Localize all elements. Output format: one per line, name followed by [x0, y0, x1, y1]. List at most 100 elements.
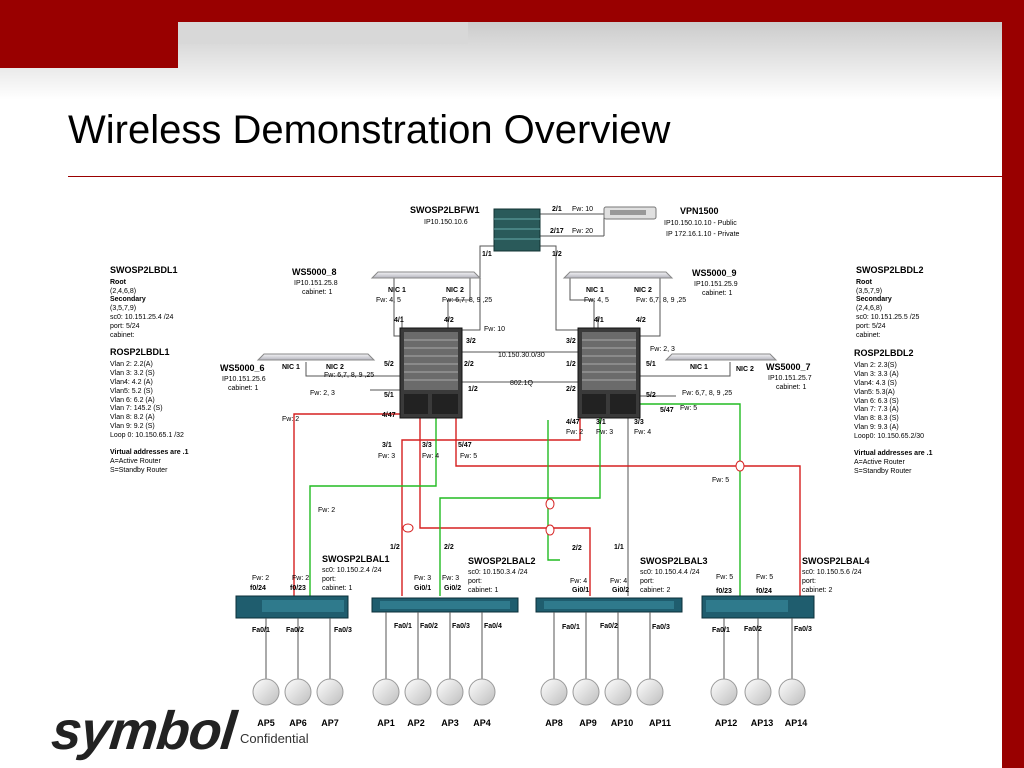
port-3-1-right: 3/1 [596, 419, 606, 426]
ap1-device [372, 678, 400, 706]
label-fw4-left: Fw: 4 [422, 453, 439, 460]
ws6-device [256, 353, 376, 361]
ws8-nic1: NIC 1 [388, 287, 406, 294]
link-ws9-nic1 [569, 278, 595, 330]
bal2-device [371, 597, 519, 613]
ws9-fw2: Fw: 6,7, 8, 9 ,25 [636, 297, 686, 304]
port-4-1-right: 4/1 [594, 317, 604, 324]
right-r2-line-3: Vlan5: 5.3(A) [854, 389, 895, 396]
port-2-2-left: 2/2 [464, 361, 474, 368]
ws8-cabinet: cabinet: 1 [302, 289, 332, 296]
firewall-ip: IP10.150.10.6 [424, 219, 468, 226]
bal3-uplink-right: Gi0/2 [612, 587, 629, 594]
label-fw2-bal1: Fw: 2 [318, 507, 335, 514]
port-5-1-right: 5/1 [646, 361, 656, 368]
right-note-2: S=Standby Router [854, 468, 912, 475]
bal1-name: SWOSP2LBAL1 [322, 554, 390, 564]
link-fw-left-core [460, 245, 494, 331]
ws9-ip: IP10.151.25.9 [694, 281, 738, 288]
ws8-name: WS5000_8 [292, 267, 337, 277]
right-r2-line-5: Vlan 7: 7.3 (A) [854, 406, 899, 413]
firewall-device [493, 208, 541, 252]
left-r2-line-2: Vlan4: 4.2 (A) [110, 379, 153, 386]
ws9-chassis [562, 271, 674, 279]
port-4-47-right: 4/47 [566, 419, 580, 426]
bal2-name: SWOSP2LBAL2 [468, 556, 536, 566]
bal4-fa3: Fa0/3 [794, 626, 812, 633]
ap14-label: AP14 [785, 718, 808, 728]
ws9-cabinet: cabinet: 1 [702, 290, 732, 297]
port-5-2-right: 5/2 [646, 392, 656, 399]
bal3-fa3: Fa0/3 [652, 624, 670, 631]
right-r1-line-2: Secondary [856, 296, 892, 303]
ap10-device [604, 678, 632, 706]
ap9-device [572, 678, 600, 706]
ws6-cabinet: cabinet: 1 [228, 385, 258, 392]
ws7-name: WS5000_7 [766, 362, 811, 372]
port-2-2-bal3: 2/2 [572, 545, 582, 552]
right-r1-line-6: cabinet: [856, 332, 881, 339]
core-switch-left [399, 327, 463, 419]
left-r2-line-3: Vlan5: 5.2 (S) [110, 388, 153, 395]
right-r2-line-4: Vlan 6: 6.3 (S) [854, 398, 899, 405]
bal3-fa2: Fa0/2 [600, 623, 618, 630]
right-red-bar [1002, 0, 1024, 768]
port-4-47-left: 4/47 [382, 412, 396, 419]
bal4-fw-left: Fw: 5 [716, 574, 733, 581]
left-r2-line-6: Vlan 8: 8.2 (A) [110, 414, 155, 421]
bal3-fa1: Fa0/1 [562, 624, 580, 631]
port-2-2-right: 2/2 [566, 386, 576, 393]
bal1-cabinet: cabinet: 1 [322, 585, 352, 592]
ap2-label: AP2 [407, 718, 425, 728]
ap1-label: AP1 [377, 718, 395, 728]
left-note-2: S=Standby Router [110, 467, 168, 474]
ws7-chassis [664, 353, 778, 361]
ap8-label: AP8 [545, 718, 563, 728]
ap4-label: AP4 [473, 718, 491, 728]
ws7-device [664, 353, 778, 361]
ap11-device [636, 678, 664, 706]
label-fw10-top: Fw: 10 [572, 206, 593, 213]
bal2-cabinet: cabinet: 1 [468, 587, 498, 594]
ws8-ip: IP10.151.25.8 [294, 280, 338, 287]
port-5-1-left: 5/1 [384, 392, 394, 399]
label-fw20: Fw: 20 [572, 228, 593, 235]
ws7-fw2: Fw: 6,7, 8, 9 ,25 [682, 390, 732, 397]
ws9-nic1: NIC 1 [586, 287, 604, 294]
slide-title: Wireless Demonstration Overview [68, 108, 671, 152]
left-r2-line-5: Vlan 7: 145.2 (S) [110, 405, 163, 412]
bal2-sc0: sc0: 10.150.3.4 /24 [468, 569, 528, 576]
left-r2-line-4: Vlan 6: 6.2 (A) [110, 397, 155, 404]
link-red-4-47-bal2 [401, 418, 581, 596]
port-2-17: 2/17 [550, 228, 564, 235]
bal4-port: port: [802, 578, 816, 585]
ws8-fw1: Fw: 4, 5 [376, 297, 401, 304]
right-note-1: A=Active Router [854, 459, 905, 466]
confidential-label: Confidential [240, 731, 309, 746]
bal4-name: SWOSP2LBAL4 [802, 556, 870, 566]
link-green-3-1-bal2 [439, 418, 601, 596]
bal3-uplink-left: Gi0/1 [572, 587, 589, 594]
ws6-chassis [256, 353, 376, 361]
bal3-device [535, 597, 683, 613]
port-1-2-right: 1/2 [566, 361, 576, 368]
right-info-block: SWOSP2LBDL2 Root (3,5,7,9) Secondary (2,… [854, 265, 933, 475]
bal3-cabinet: cabinet: 2 [640, 587, 670, 594]
ws6-nic2: NIC 2 [326, 364, 344, 371]
link-green-4-47 [547, 420, 560, 561]
right-r2-line-8: Loop0: 10.150.65.2/30 [854, 433, 924, 440]
bal1-fa3: Fa0/3 [334, 627, 352, 634]
ap6-device [284, 678, 312, 706]
ws9-device [562, 271, 674, 279]
label-fw3-left: Fw: 3 [378, 453, 395, 460]
title-divider [68, 176, 1008, 177]
port-5-47-left: 5/47 [458, 442, 472, 449]
label-fw5-bal4: Fw: 5 [712, 477, 729, 484]
port-1-2-bal: 1/2 [390, 544, 400, 551]
link-group-red [293, 413, 801, 596]
left-r1-line-0: Root [110, 279, 127, 286]
vpn-device [603, 206, 657, 220]
link-ws9-nic2 [640, 278, 661, 337]
port-2-1: 2/1 [552, 206, 562, 213]
label-fw3-right: Fw: 3 [596, 429, 613, 436]
